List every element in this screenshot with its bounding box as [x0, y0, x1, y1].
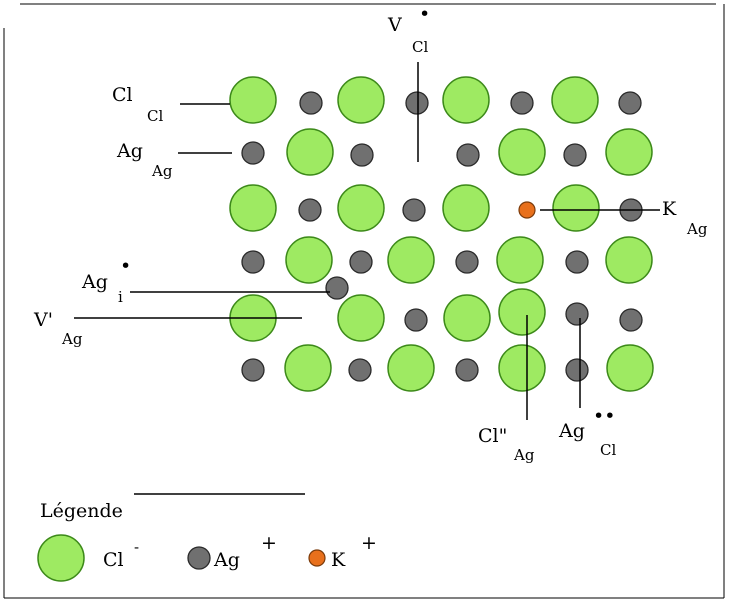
ag-ion — [404, 308, 428, 332]
ag-ion — [565, 358, 589, 382]
cl-ion — [552, 184, 600, 232]
legend: Légende Cl - Ag + K + — [37, 493, 377, 582]
cl-ion — [229, 76, 277, 124]
ag-cl-sub: Cl — [600, 441, 616, 459]
ag-ion — [510, 91, 534, 115]
ag-ion — [456, 143, 480, 167]
crystal-lattice — [229, 76, 654, 392]
legend-k-charge: + — [361, 532, 377, 554]
cl-ion — [337, 294, 385, 342]
cl-ion — [443, 294, 491, 342]
cl-ion — [605, 236, 653, 284]
cl-cl-main: Cl — [112, 84, 133, 106]
label-ag-cl: Ag •• Cl — [558, 405, 616, 459]
label-ag-i: Ag • i — [81, 255, 131, 306]
legend-title: Légende — [40, 500, 123, 522]
cl-ion — [606, 344, 654, 392]
ag-i-main: Ag — [81, 271, 108, 293]
ag-i-sub: i — [118, 288, 123, 306]
cl-ion — [337, 76, 385, 124]
legend-ag-swatch — [187, 546, 211, 570]
cl-ion — [387, 236, 435, 284]
ag-ion — [298, 198, 322, 222]
legend-ag-label: Ag — [213, 549, 240, 571]
ag-ag-sub: Ag — [151, 162, 173, 180]
ag-cl-main: Ag — [558, 420, 585, 442]
cl-ion — [498, 344, 546, 392]
cl-ion — [498, 128, 546, 176]
v-cl-sub: Cl — [412, 38, 428, 56]
ag-ion — [241, 141, 265, 165]
ag-ion — [405, 91, 429, 115]
label-cl-ag: Cl" Ag — [478, 425, 535, 464]
label-v-cl: V • Cl — [387, 3, 430, 56]
v-ag-sub: Ag — [61, 330, 83, 348]
cl-ion — [284, 344, 332, 392]
v-cl-main: V — [387, 14, 402, 36]
cl-ion — [605, 128, 653, 176]
legend-cl-charge: - — [134, 538, 139, 556]
ag-ion — [565, 250, 589, 274]
label-cl-cl: Cl Cl — [112, 84, 163, 125]
ag-ion — [619, 308, 643, 332]
cl-ion — [229, 184, 277, 232]
ag-ion — [350, 143, 374, 167]
label-k-ag: K Ag — [662, 198, 708, 238]
ag-ion — [618, 91, 642, 115]
label-v-ag: V' Ag — [33, 309, 83, 348]
legend-cl-swatch — [37, 534, 85, 582]
cl-ion — [496, 236, 544, 284]
legend-cl-label: Cl — [103, 549, 124, 571]
ag-ion — [455, 358, 479, 382]
ag-ion — [325, 276, 349, 300]
cl-ion — [285, 236, 333, 284]
legend-k-swatch — [308, 549, 326, 567]
legend-k-label: K — [331, 549, 346, 571]
ag-ion — [455, 250, 479, 274]
cl-ion — [551, 76, 599, 124]
cl-ion — [387, 344, 435, 392]
ag-ion — [241, 358, 265, 382]
ag-ag-main: Ag — [116, 140, 143, 162]
ag-ion — [349, 250, 373, 274]
cl-cl-sub: Cl — [147, 107, 163, 125]
cl-ion — [286, 128, 334, 176]
ag-ion — [402, 198, 426, 222]
k-ag-main: K — [662, 198, 677, 220]
v-cl-charge: • — [419, 3, 430, 25]
cl-ion — [498, 288, 546, 336]
ag-i-charge: • — [120, 255, 131, 277]
ag-ion — [348, 358, 372, 382]
ag-ion — [563, 143, 587, 167]
v-ag-main: V' — [33, 309, 53, 331]
ag-ion — [241, 250, 265, 274]
ag-cl-charge: •• — [593, 405, 615, 427]
legend-ag-charge: + — [261, 532, 277, 554]
cl-ion — [442, 76, 490, 124]
ag-ion — [299, 91, 323, 115]
k-ag-sub: Ag — [686, 220, 708, 238]
cl-ag-sub: Ag — [513, 446, 535, 464]
leader-lines — [74, 62, 660, 420]
label-ag-ag: Ag Ag — [116, 140, 173, 180]
cl-ion — [337, 184, 385, 232]
cl-ion — [442, 184, 490, 232]
ag-ion — [565, 302, 589, 326]
k-ion — [518, 201, 536, 219]
cl-ag-main: Cl" — [478, 425, 507, 447]
